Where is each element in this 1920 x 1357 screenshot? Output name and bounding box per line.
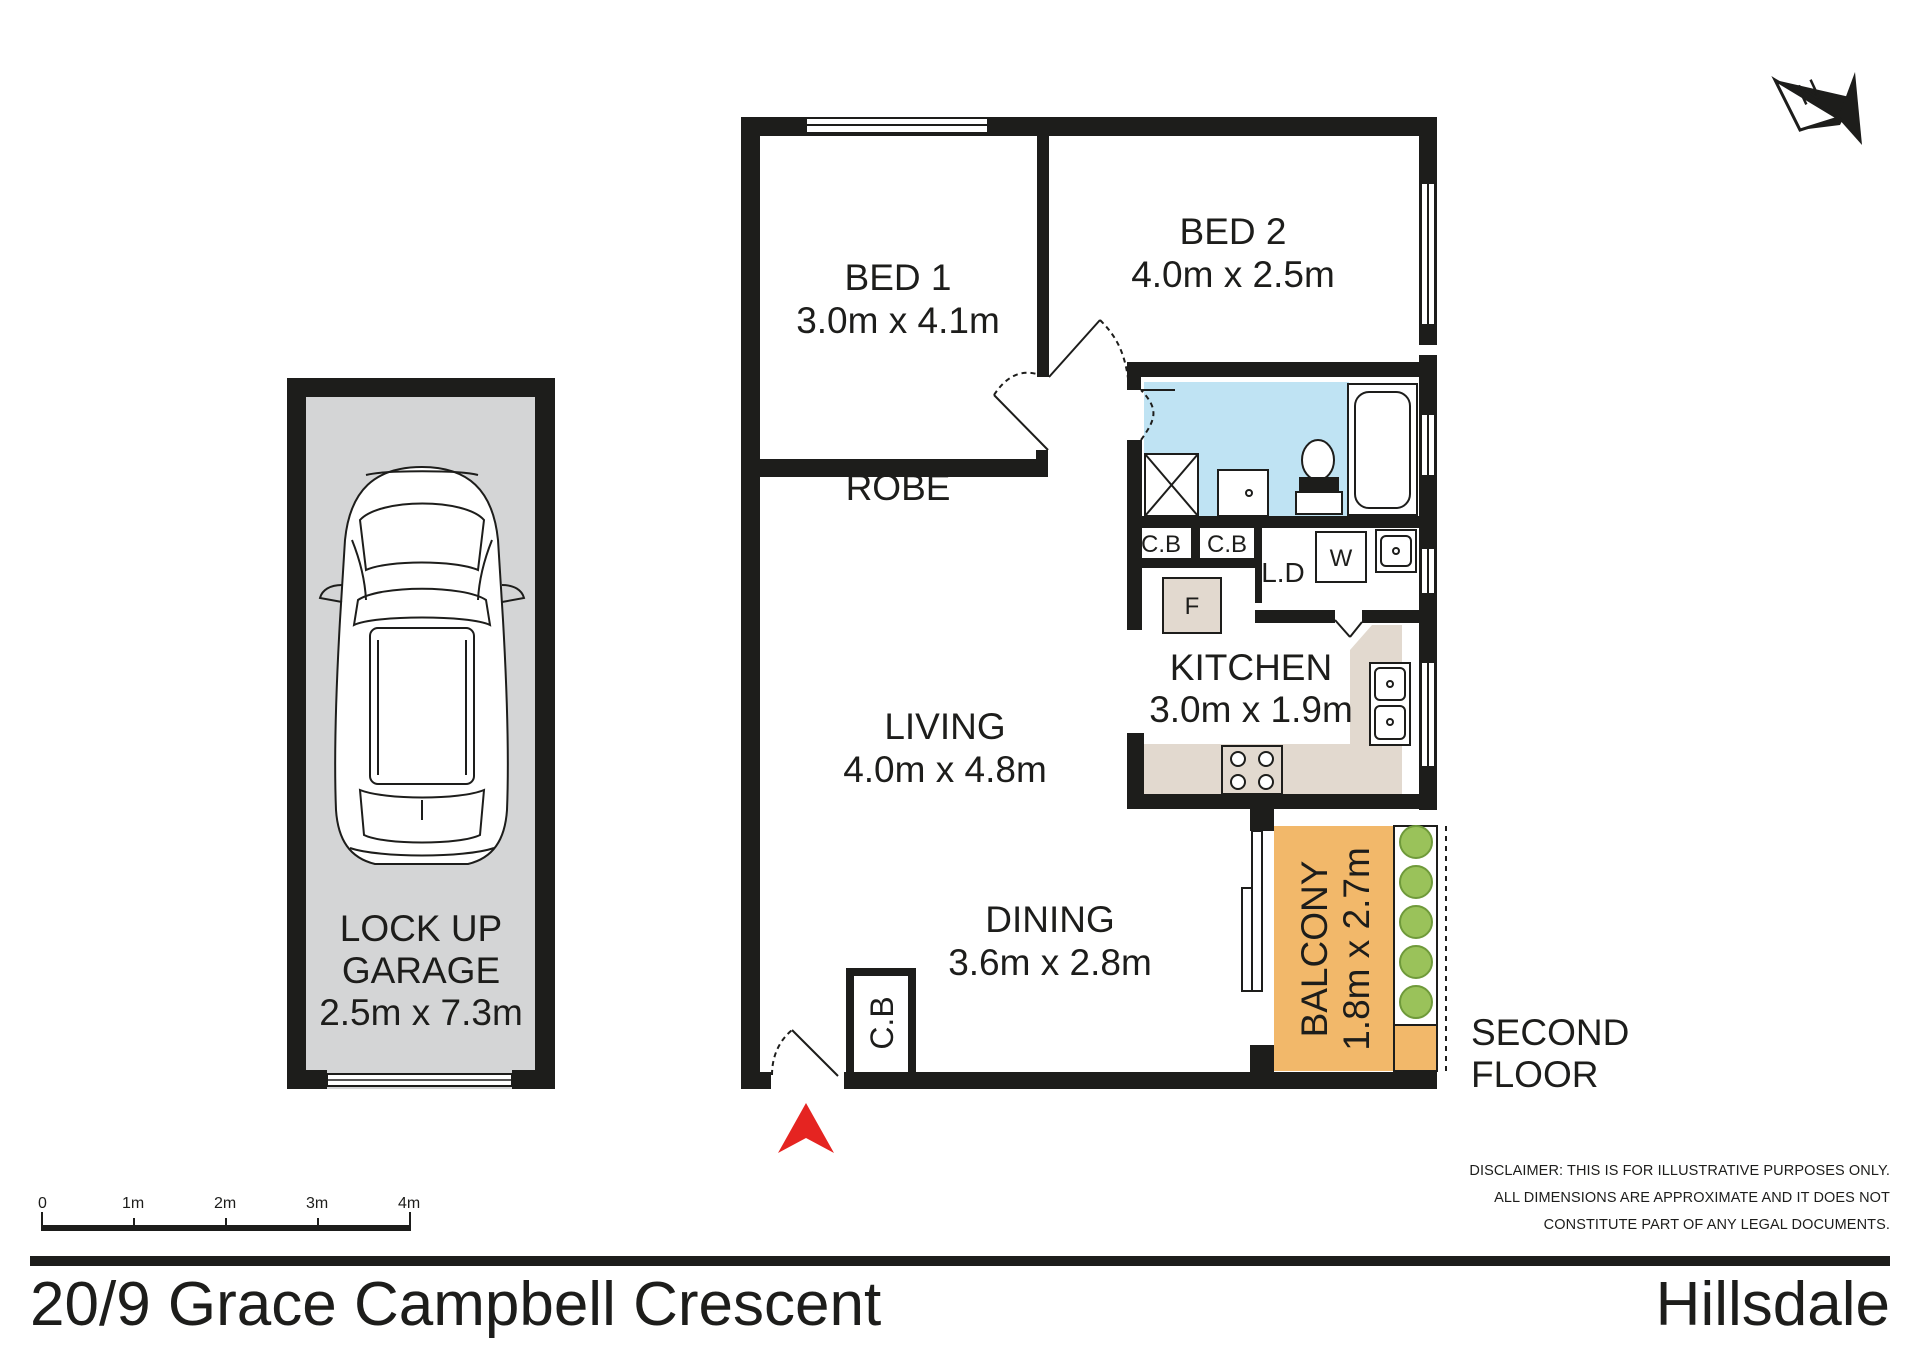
property-address: 20/9 Grace Campbell Crescent: [30, 1270, 882, 1339]
fridge: [1162, 577, 1222, 634]
garage-label-line1: LOCK UP: [340, 908, 502, 949]
scale-label-1m: 1m: [122, 1195, 145, 1212]
cb-top-left-label: C.B: [1141, 531, 1181, 558]
bed2-size: 4.0m x 2.5m: [1131, 254, 1335, 295]
floor-label-line2: FLOOR: [1471, 1054, 1598, 1095]
plant-icon: [1399, 865, 1433, 899]
plant-icon: [1399, 985, 1433, 1019]
living-name: LIVING: [884, 706, 1005, 747]
compass-icon: N: [1771, 72, 1862, 145]
garage-right-wall-bottom: [512, 1070, 555, 1089]
bed2-name: BED 2: [1180, 211, 1287, 252]
windows: [805, 117, 1436, 992]
fridge-label: F: [1185, 593, 1200, 620]
entry-arrow-icon: [778, 1103, 834, 1153]
plant-icon: [1399, 905, 1433, 939]
robe-label: ROBE: [846, 467, 951, 508]
washer: [1315, 531, 1367, 583]
plant-icon: [1399, 825, 1433, 859]
bed1-name: BED 1: [845, 257, 952, 298]
cb-entry-label: C.B: [864, 996, 900, 1049]
scale-label-3m: 3m: [306, 1195, 329, 1212]
property-suburb: Hillsdale: [1655, 1270, 1890, 1339]
washer-label: W: [1330, 545, 1353, 572]
balcony-name: BALCONY: [1294, 861, 1335, 1038]
garage-door: [326, 1073, 513, 1087]
garage: LOCK UP GARAGE 2.5m x 7.3m: [287, 378, 555, 1089]
toilet-icon: [1301, 439, 1335, 481]
balcony-size: 1.8m x 2.7m: [1336, 847, 1377, 1051]
cb-top-right-box: [1198, 524, 1256, 562]
scale-label-0: 0: [38, 1195, 47, 1212]
kitchen-bench: [1144, 625, 1402, 794]
disclaimer-line-3: CONSTITUTE PART OF ANY LEGAL DOCUMENTS.: [1543, 1217, 1890, 1233]
garage-left-wall-bottom: [287, 1070, 327, 1089]
scale-label-4m: 4m: [398, 1195, 421, 1212]
cooktop: [1221, 745, 1283, 795]
disclaimer-line-2: ALL DIMENSIONS ARE APPROXIMATE AND IT DO…: [1494, 1190, 1890, 1206]
dining-name: DINING: [985, 899, 1115, 940]
living-size: 4.0m x 4.8m: [843, 749, 1047, 790]
car-icon: [318, 465, 526, 865]
doors: [771, 319, 1363, 1077]
cb-top-left-box: [1130, 524, 1193, 562]
garage-label-line2: GARAGE: [342, 950, 500, 991]
plant-icon: [1399, 945, 1433, 979]
laundry-fixtures: [1315, 529, 1417, 583]
cb-top-right-label: C.B: [1207, 531, 1247, 558]
dining-size: 3.6m x 2.8m: [948, 942, 1152, 983]
kitchen-size: 3.0m x 1.9m: [1149, 689, 1353, 730]
kitchen-name: KITCHEN: [1170, 647, 1332, 688]
balcony-planter: [1393, 825, 1447, 1072]
footer-divider: [30, 1256, 1890, 1266]
scale-label-2m: 2m: [214, 1195, 237, 1212]
disclaimer-line-1: DISCLAIMER: THIS IS FOR ILLUSTRATIVE PUR…: [1469, 1163, 1890, 1179]
garage-size: 2.5m x 7.3m: [319, 992, 523, 1033]
bed1-size: 3.0m x 4.1m: [796, 300, 1000, 341]
scale-bar: [41, 1212, 411, 1231]
disclaimer: DISCLAIMER: THIS IS FOR ILLUSTRATIVE PUR…: [1290, 1158, 1890, 1239]
bathroom-fixtures: [1144, 383, 1418, 517]
laundry-label: L.D: [1261, 557, 1305, 588]
kitchen-fixtures: [1221, 662, 1411, 795]
vanity-basin: [1217, 469, 1269, 517]
floor-label-line1: SECOND: [1471, 1012, 1629, 1053]
